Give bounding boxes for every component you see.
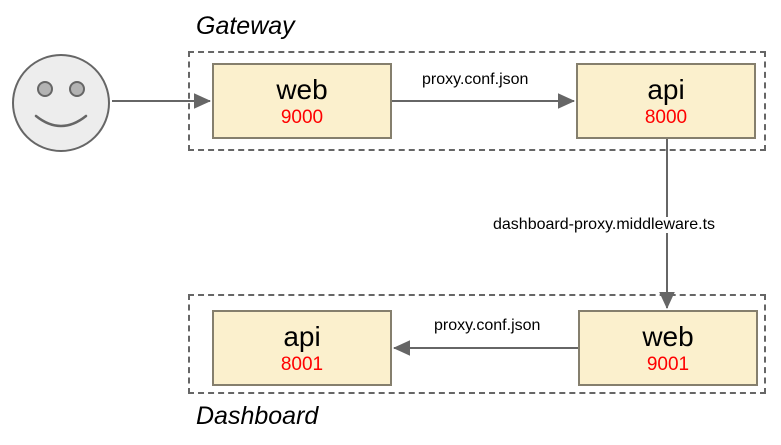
- edge-label-proxy-conf-json-dashboard: proxy.conf.json: [431, 318, 544, 334]
- smiley-right-eye: [69, 81, 85, 97]
- node-label-name: web: [642, 320, 694, 352]
- node-dashboard-api[interactable]: api 8001: [212, 310, 392, 386]
- node-label-port: 9000: [280, 106, 324, 128]
- group-label-dashboard: Dashboard: [196, 402, 319, 430]
- node-dashboard-web[interactable]: web 9001: [578, 310, 758, 386]
- smiley-face-icon: [12, 54, 110, 152]
- node-label-port: 8001: [280, 353, 324, 375]
- node-label-name: api: [647, 73, 685, 105]
- edge-label-proxy-conf-json-gateway: proxy.conf.json: [419, 72, 532, 88]
- node-gateway-api[interactable]: api 8000: [576, 63, 756, 139]
- node-label-name: api: [283, 320, 321, 352]
- node-label-port: 9001: [646, 353, 690, 375]
- node-label-port: 8000: [644, 106, 688, 128]
- group-container-dashboard: [188, 294, 766, 394]
- smiley-face-features: [34, 81, 88, 128]
- smiley-mouth: [34, 114, 88, 128]
- node-label-name: web: [276, 73, 328, 105]
- group-label-gateway: Gateway: [196, 12, 295, 40]
- node-gateway-web[interactable]: web 9000: [212, 63, 392, 139]
- edge-label-dashboard-proxy-middleware: dashboard-proxy.middleware.ts: [490, 217, 719, 233]
- smiley-left-eye: [37, 81, 53, 97]
